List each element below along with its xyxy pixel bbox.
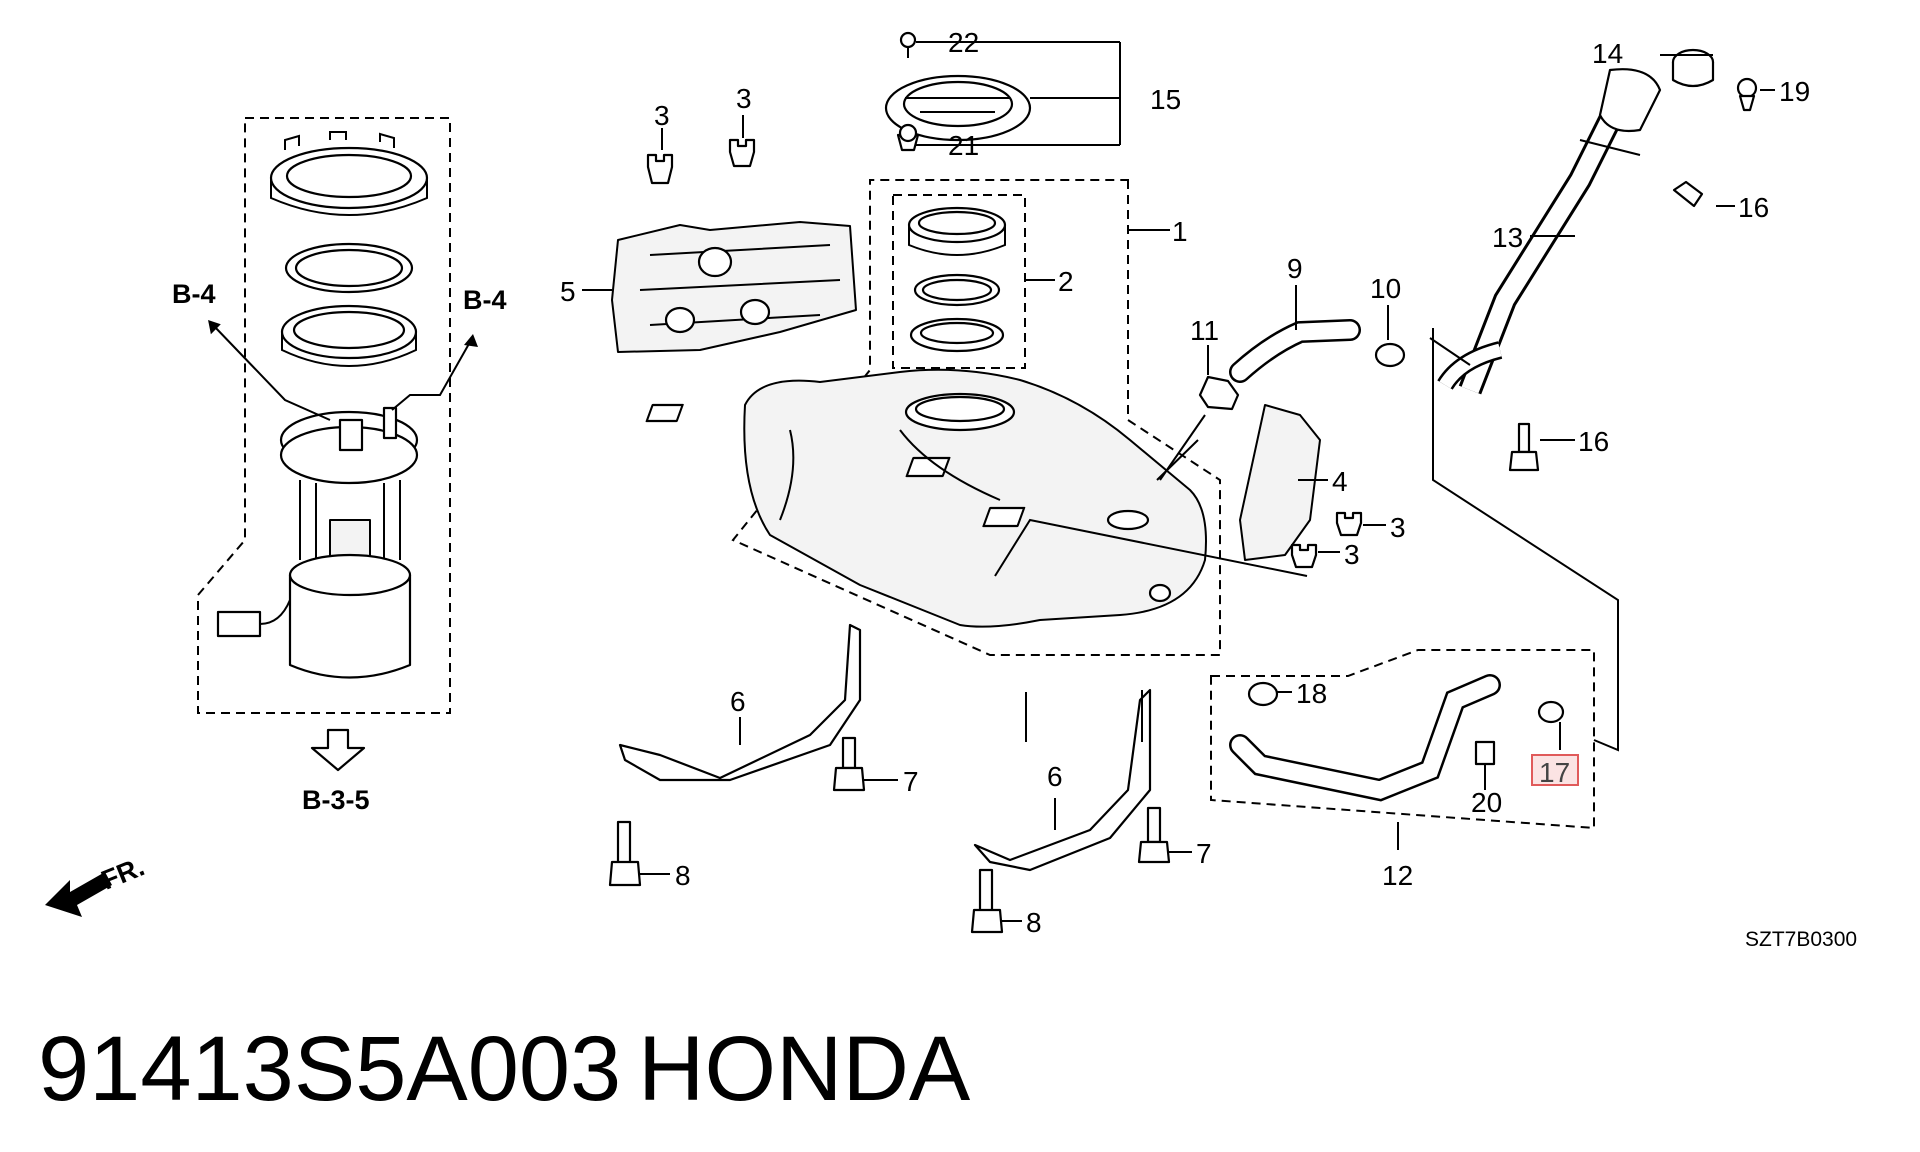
- callout-8: 8: [1026, 907, 1042, 938]
- callout-8: 8: [675, 860, 691, 891]
- callout-3: 3: [1344, 539, 1360, 570]
- callout-17-highlight: [1531, 754, 1579, 786]
- callout-3: 3: [654, 100, 670, 131]
- front-direction-arrow: [45, 872, 112, 917]
- fuel-pump-assembly: [197, 117, 478, 772]
- fuel-tank: [645, 179, 1308, 656]
- callout-4: 4: [1332, 466, 1348, 497]
- callout-1: 1: [1172, 216, 1188, 247]
- callout-3: 3: [1390, 512, 1406, 543]
- brand-name: HONDA: [638, 1018, 971, 1120]
- callout-5: 5: [560, 276, 576, 307]
- footer: 91413S5A003 HONDA: [38, 1018, 971, 1120]
- callout-20: 20: [1471, 787, 1502, 818]
- callout-6: 6: [730, 686, 746, 717]
- callout-13: 13: [1492, 222, 1523, 253]
- callout-22: 22: [948, 27, 979, 58]
- callout-16: 16: [1738, 192, 1769, 223]
- callout-7: 7: [903, 766, 919, 797]
- callout-2: 2: [1058, 266, 1074, 297]
- callout-16: 16: [1578, 426, 1609, 457]
- callout-labels: 1 2 3 3 3 3 4 5 6 6 7 7 8 8 9 10 11 12 1…: [97, 27, 1857, 951]
- callout-9: 9: [1287, 253, 1303, 284]
- front-label: FR.: [97, 851, 149, 895]
- callout-10: 10: [1370, 273, 1401, 304]
- callout-3: 3: [736, 83, 752, 114]
- callout-19: 19: [1779, 76, 1810, 107]
- callout-18: 18: [1296, 678, 1327, 709]
- callout-14: 14: [1592, 38, 1623, 69]
- callout-15: 15: [1150, 84, 1181, 115]
- callout-11: 11: [1190, 315, 1219, 346]
- tank-straps: [608, 623, 1171, 934]
- section-ref-left: B-4: [172, 279, 216, 309]
- callout-12: 12: [1382, 860, 1413, 891]
- filler-pipe-parts: [1159, 48, 1758, 830]
- callout-6: 6: [1047, 761, 1063, 792]
- section-ref-right: B-4: [463, 285, 507, 315]
- callout-17: 17: [1539, 757, 1570, 788]
- part-number: 91413S5A003: [38, 1018, 621, 1120]
- leader-lines: [582, 54, 1775, 922]
- diagram-code: SZT7B0300: [1745, 928, 1857, 951]
- callout-21: 21: [948, 130, 979, 161]
- callout-7: 7: [1196, 838, 1212, 869]
- upper-parts: [611, 31, 1121, 369]
- section-ref-bottom: B-3-5: [302, 785, 370, 815]
